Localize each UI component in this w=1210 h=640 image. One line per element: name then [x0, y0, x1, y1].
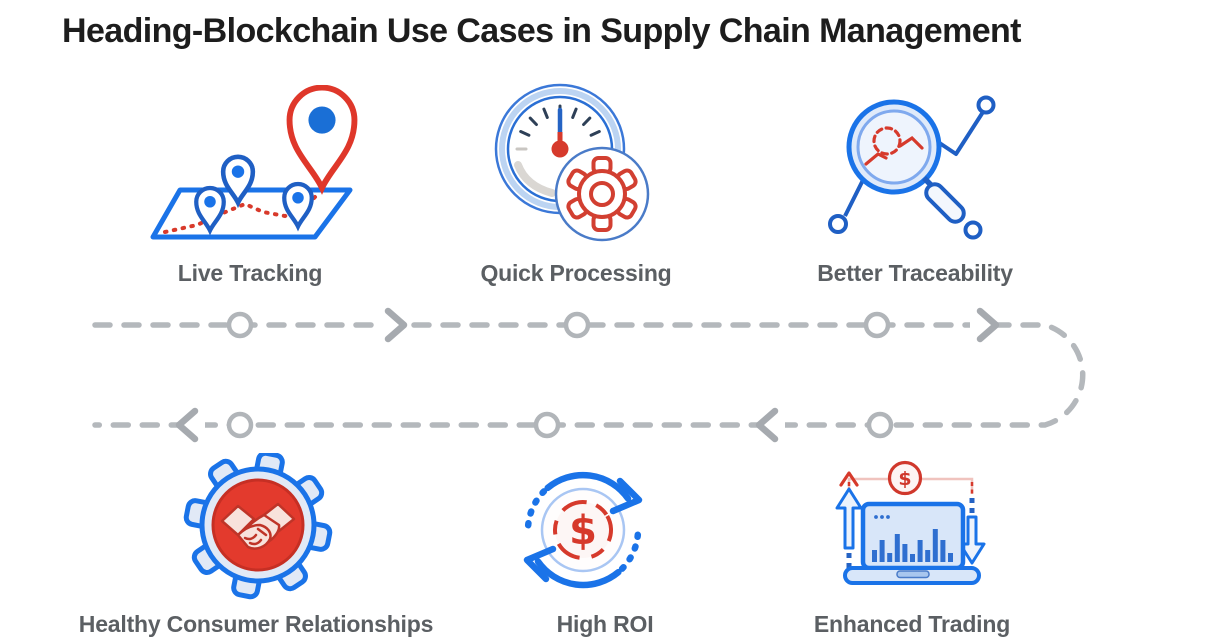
laptop-icon — [843, 501, 981, 585]
waypoint-circle — [533, 411, 561, 439]
laptop-stock-chart-icon: $ — [835, 460, 986, 585]
use-case-high-roi: $ — [505, 452, 665, 612]
page-title: Heading-Blockchain Use Cases in Supply C… — [62, 12, 1022, 50]
gear-icon — [554, 146, 650, 242]
dollar-ring — [553, 500, 613, 560]
waypoint-circle — [226, 311, 254, 339]
dashed-route — [92, 322, 1086, 428]
dollar-sign: $ — [898, 468, 911, 490]
route-arrowheads — [175, 307, 1000, 443]
dollar-badge — [887, 460, 923, 496]
location-pin-icon — [194, 185, 226, 236]
dollar-cycle-icon: $ — [523, 471, 643, 589]
route-waypoints — [226, 311, 894, 439]
label-high-roi: High ROI — [556, 611, 654, 637]
trend-line-icon — [864, 126, 924, 166]
dollar-sign: $ — [569, 508, 597, 554]
arrow-left-icon — [755, 407, 779, 443]
waypoint-circle — [226, 411, 254, 439]
magnifier-trend-icon — [828, 95, 996, 240]
big-location-pin-icon — [286, 85, 358, 195]
down-arrow-icon — [958, 498, 986, 565]
label-healthy-consumer-relationships: Healthy Consumer Relationships — [78, 611, 434, 637]
handshake-icon — [220, 502, 296, 550]
arrow-right-icon — [976, 307, 1000, 343]
waypoint-circle — [563, 311, 591, 339]
use-case-enhanced-trading: $ — [820, 452, 1005, 610]
use-case-live-tracking — [145, 85, 360, 245]
gear-handshake-icon — [183, 453, 333, 600]
waypoint-circle — [866, 411, 894, 439]
cycle-arrows-icon — [523, 471, 643, 589]
label-enhanced-trading: Enhanced Trading — [813, 611, 1011, 637]
location-pin-icon — [220, 154, 256, 209]
label-better-traceability: Better Traceability — [817, 260, 1013, 286]
use-case-healthy-consumer-relationships — [172, 453, 342, 608]
location-pin-icon — [282, 181, 314, 232]
use-case-better-traceability — [823, 88, 1008, 243]
magnifier-icon — [846, 99, 983, 240]
gauge-gear-icon — [494, 83, 650, 242]
up-arrow-icon — [835, 471, 863, 568]
map-location-pins-icon — [150, 85, 358, 240]
node-circle — [828, 214, 848, 234]
arrow-right-icon — [384, 307, 408, 343]
use-case-quick-processing — [488, 80, 663, 255]
node-circle — [976, 95, 996, 115]
label-live-tracking: Live Tracking — [177, 260, 323, 286]
arrow-left-icon — [175, 407, 199, 443]
waypoint-circle — [863, 311, 891, 339]
label-quick-processing: Quick Processing — [480, 260, 672, 286]
flow-path — [92, 307, 1086, 443]
